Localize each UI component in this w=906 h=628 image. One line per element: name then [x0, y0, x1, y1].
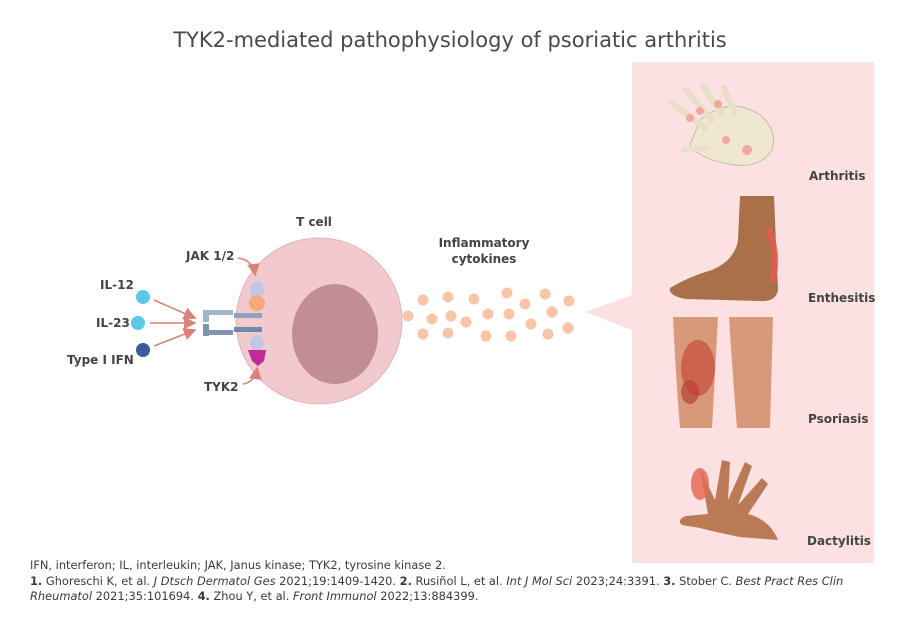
diagram-title: TYK2-mediated pathophysiology of psoriat… — [172, 28, 727, 52]
cytokine-particles — [402, 287, 575, 342]
ref-4-number: 4. — [197, 589, 210, 603]
ref-2-author: Rusiñol L, et al. — [415, 573, 507, 588]
ref-1-journal: J Dtsch Dermatol Ges — [153, 573, 276, 588]
input-label-type1-ifn: Type I IFN — [67, 353, 134, 367]
tyk2-kinase — [248, 350, 266, 366]
jak-label: JAK 1/2 — [185, 249, 234, 263]
cytokine-dot — [417, 328, 429, 340]
cytokine-dot — [402, 310, 414, 322]
manifestations-panel — [585, 62, 874, 563]
cytokine-dot — [442, 291, 454, 303]
cytokine-dot — [426, 313, 438, 325]
cytokines-label-line1: Inflammatory — [439, 236, 530, 250]
manifestation-label-arthritis: Arthritis — [809, 169, 866, 183]
input-dot-il23 — [131, 316, 145, 330]
abbreviations: IFN, interferon; IL, interleukin; JAK, J… — [30, 558, 446, 572]
manifestation-label-psoriasis: Psoriasis — [808, 412, 869, 426]
cytokine-dot — [562, 322, 574, 334]
ref-2-journal: Int J Mol Sci — [506, 573, 573, 588]
ref-4-journal: Front Immunol — [292, 589, 377, 603]
cytokine-dot — [539, 288, 551, 300]
cytokine-dot — [519, 298, 531, 310]
t-cell-label: T cell — [296, 215, 332, 229]
tyk2-base — [250, 335, 264, 351]
cytokine-dot — [505, 330, 517, 342]
input-dot-il12 — [136, 290, 150, 304]
t-cell-nucleus — [292, 284, 378, 384]
ref-1-number: 1. — [30, 573, 43, 588]
tyk2-arrow — [242, 366, 262, 385]
jak-bound-molecule — [249, 295, 265, 311]
manifestation-label-enthesitis: Enthesitis — [808, 291, 875, 305]
input-label-il12: IL-12 — [100, 278, 134, 292]
cytokine-dot — [442, 327, 454, 339]
jak-arrow — [237, 257, 260, 277]
cytokine-dot — [460, 316, 472, 328]
ref-3-number: 3. — [663, 573, 676, 588]
receptor-complex — [203, 281, 266, 366]
cytokine-dot — [468, 293, 480, 305]
cytokines-label-line2: cytokines — [452, 252, 517, 266]
input-arrow-il12 — [153, 299, 197, 320]
cytokine-dot — [480, 330, 492, 342]
ref-4-author: Zhou Y, et al. — [213, 589, 293, 603]
jak-kinase — [250, 281, 264, 299]
manifestation-label-dactylitis: Dactylitis — [807, 534, 871, 548]
cytokine-dot — [482, 308, 494, 320]
ref-2-details: 2023;24:3391. — [572, 573, 664, 588]
cytokine-dot — [445, 310, 457, 322]
input-label-il23: IL-23 — [96, 316, 130, 330]
ref-1-author: Ghoreschi K, et al. — [45, 573, 154, 588]
cytokine-dot — [501, 287, 513, 299]
arthritis-hand-illustration — [669, 83, 774, 166]
ref-3-details: 2021;35:101694. — [92, 589, 198, 603]
cytokine-dot — [503, 308, 515, 320]
ref-1-details: 2021;19:1409-1420. — [275, 573, 400, 588]
footnote: IFN, interferon; IL, interleukin; JAK, J… — [30, 558, 890, 605]
psoriasis-legs-illustration — [673, 317, 773, 428]
cytokine-dot — [542, 328, 554, 340]
dactylitis-hand-illustration — [679, 460, 778, 540]
input-dot-type1-ifn — [136, 343, 150, 357]
cytokine-dot — [563, 295, 575, 307]
enthesitis-foot-illustration — [669, 196, 779, 302]
ref-3-journal: Best Pract Res Clin Rheumatol — [30, 573, 844, 604]
input-cytokines: IL-12 IL-23 Type I IFN — [67, 278, 197, 367]
tyk2-label: TYK2 — [204, 380, 239, 394]
input-arrow-type1-ifn — [153, 328, 197, 347]
references: 1. Ghoreschi K, et al. J Dtsch Dermatol … — [30, 574, 890, 605]
cytokine-dot — [525, 318, 537, 330]
ref-4-details: 2022;13:884399. — [376, 589, 479, 603]
cytokine-dot — [546, 306, 558, 318]
cytokine-dot — [417, 294, 429, 306]
ref-2-number: 2. — [399, 573, 412, 588]
ref-3-author: Stober C. — [679, 573, 736, 588]
